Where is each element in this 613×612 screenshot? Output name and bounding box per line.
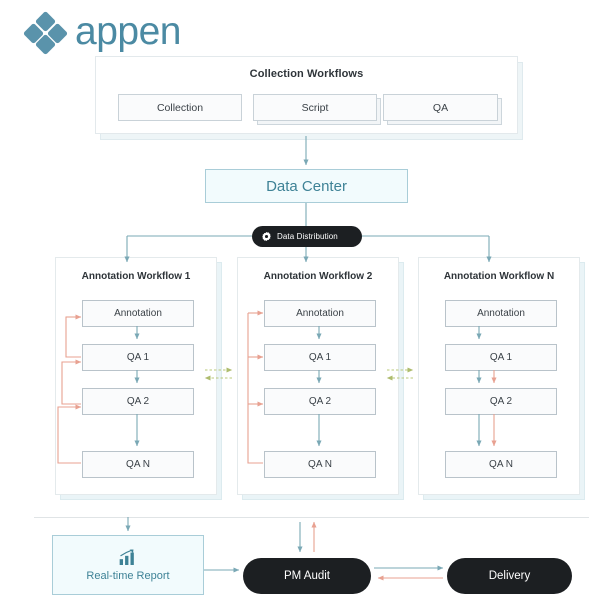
wf1-stage-qa-1[interactable]: QA 1 bbox=[82, 344, 194, 371]
delivery-node[interactable]: Delivery bbox=[447, 558, 572, 594]
annotation-workflow-n-panel: Annotation Workflow N Annotation QA 1 QA… bbox=[418, 257, 580, 495]
wfn-stage-qa-n[interactable]: QA N bbox=[445, 451, 557, 478]
data-center-node[interactable]: Data Center bbox=[205, 169, 408, 203]
appen-diamond-logo-icon bbox=[22, 10, 69, 55]
annotation-workflow-1-panel: Annotation Workflow 1 Annotation QA 1 QA… bbox=[55, 257, 217, 495]
data-distribution-label: Data Distribution bbox=[277, 232, 338, 241]
annotation-workflow-n-title: Annotation Workflow N bbox=[443, 271, 555, 282]
collection-workflows-panel: Collection Workflows Collection Script Q… bbox=[95, 56, 518, 134]
pm-audit-node[interactable]: PM Audit bbox=[243, 558, 371, 594]
wf2-stage-qa-1[interactable]: QA 1 bbox=[264, 344, 376, 371]
annotation-workflow-2-panel: Annotation Workflow 2 Annotation QA 1 QA… bbox=[237, 257, 399, 495]
gear-icon bbox=[262, 232, 271, 241]
wfn-stage-annotation[interactable]: Annotation bbox=[445, 300, 557, 327]
realtime-report-label: Real-time Report bbox=[86, 569, 170, 582]
wf1-stage-qa-n[interactable]: QA N bbox=[82, 451, 194, 478]
wf2-stage-qa-2[interactable]: QA 2 bbox=[264, 388, 376, 415]
wf1-stage-annotation[interactable]: Annotation bbox=[82, 300, 194, 327]
annotation-workflow-2-title: Annotation Workflow 2 bbox=[263, 271, 373, 282]
realtime-report-node[interactable]: Real-time Report bbox=[52, 535, 204, 595]
script-box[interactable]: Script bbox=[253, 94, 377, 121]
collection-box[interactable]: Collection bbox=[118, 94, 242, 121]
bar-chart-trend-icon bbox=[119, 548, 134, 565]
data-distribution-node[interactable]: Data Distribution bbox=[252, 226, 362, 247]
wfn-stage-qa-1[interactable]: QA 1 bbox=[445, 344, 557, 371]
qa-box[interactable]: QA bbox=[383, 94, 498, 121]
appen-logo: appen bbox=[22, 10, 181, 55]
wf2-stage-qa-n[interactable]: QA N bbox=[264, 451, 376, 478]
annotation-workflow-1-title: Annotation Workflow 1 bbox=[81, 271, 191, 282]
wf1-stage-qa-2[interactable]: QA 2 bbox=[82, 388, 194, 415]
brand-name: appen bbox=[75, 10, 181, 53]
collection-workflows-title: Collection Workflows bbox=[249, 68, 364, 80]
wfn-stage-qa-2[interactable]: QA 2 bbox=[445, 388, 557, 415]
wf2-stage-annotation[interactable]: Annotation bbox=[264, 300, 376, 327]
section-divider bbox=[34, 517, 589, 518]
